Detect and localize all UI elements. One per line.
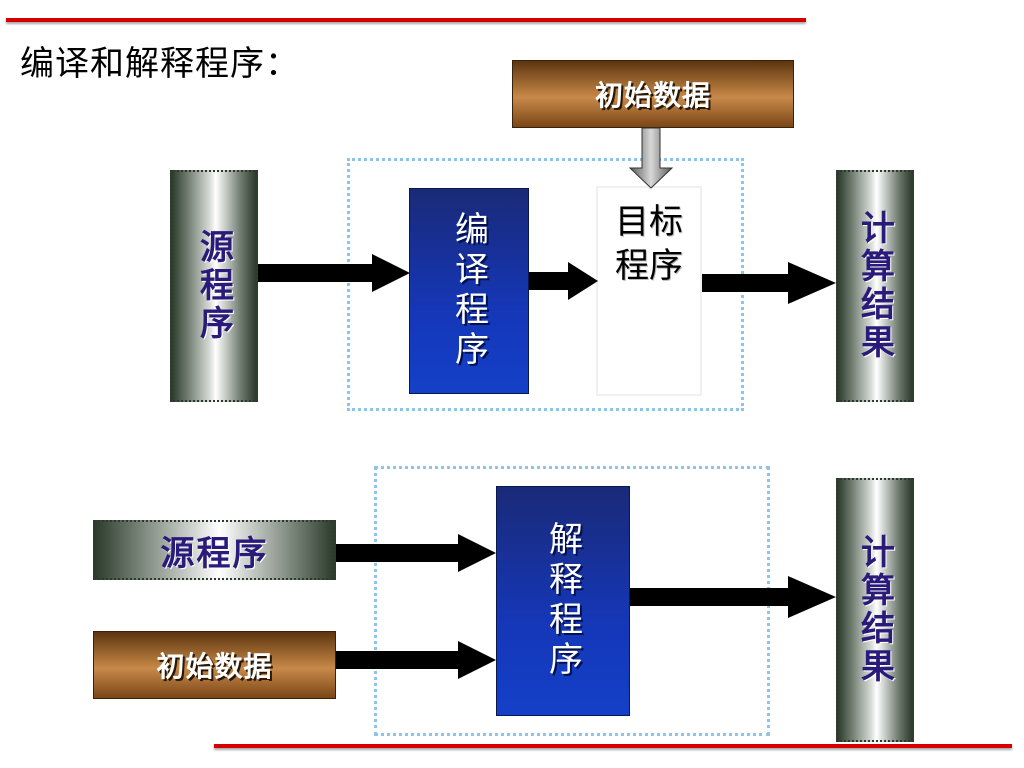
interpret-initial-data-box: 初始数据 [93,631,336,699]
page-title: 编译和解释程序： [20,44,300,84]
compiler-box: 编译程序 [409,188,529,394]
target-label-line2: 程序 [615,246,683,286]
target-label-line1: 目标 [615,202,683,242]
compile-initial-data-label: 初始数据 [594,79,711,112]
interp-data-to-interpreter-arrow [336,641,496,679]
interpreter-box: 解释程序 [496,486,630,716]
compile-result-cylinder: 计算结果 [836,170,914,402]
source-to-compiler-arrow [258,254,410,292]
compile-source-label: 源程序 [193,229,234,343]
interpret-source-label: 源程序 [160,533,269,574]
compiler-label: 编译程序 [448,211,489,371]
interpreter-label: 解释程序 [542,521,583,681]
interpret-initial-data-label: 初始数据 [156,650,273,683]
interpret-result-label: 计算结果 [854,534,895,686]
compile-source-cylinder: 源程序 [170,170,258,402]
compile-initial-data-box: 初始数据 [512,60,794,128]
interpret-source-cylinder: 源程序 [93,520,336,580]
bottom-rule [214,744,1012,748]
target-to-result-arrow [702,262,836,304]
interp-source-to-interpreter-arrow [336,534,496,572]
compile-result-label: 计算结果 [854,210,895,362]
interpret-result-cylinder: 计算结果 [836,478,914,742]
compiler-to-target-arrow [529,262,598,300]
top-rule [6,18,806,22]
initial-data-to-target-arrow [628,127,674,189]
interpreter-to-result-arrow [630,576,836,618]
target-program-box: 目标 程序 [596,186,702,396]
